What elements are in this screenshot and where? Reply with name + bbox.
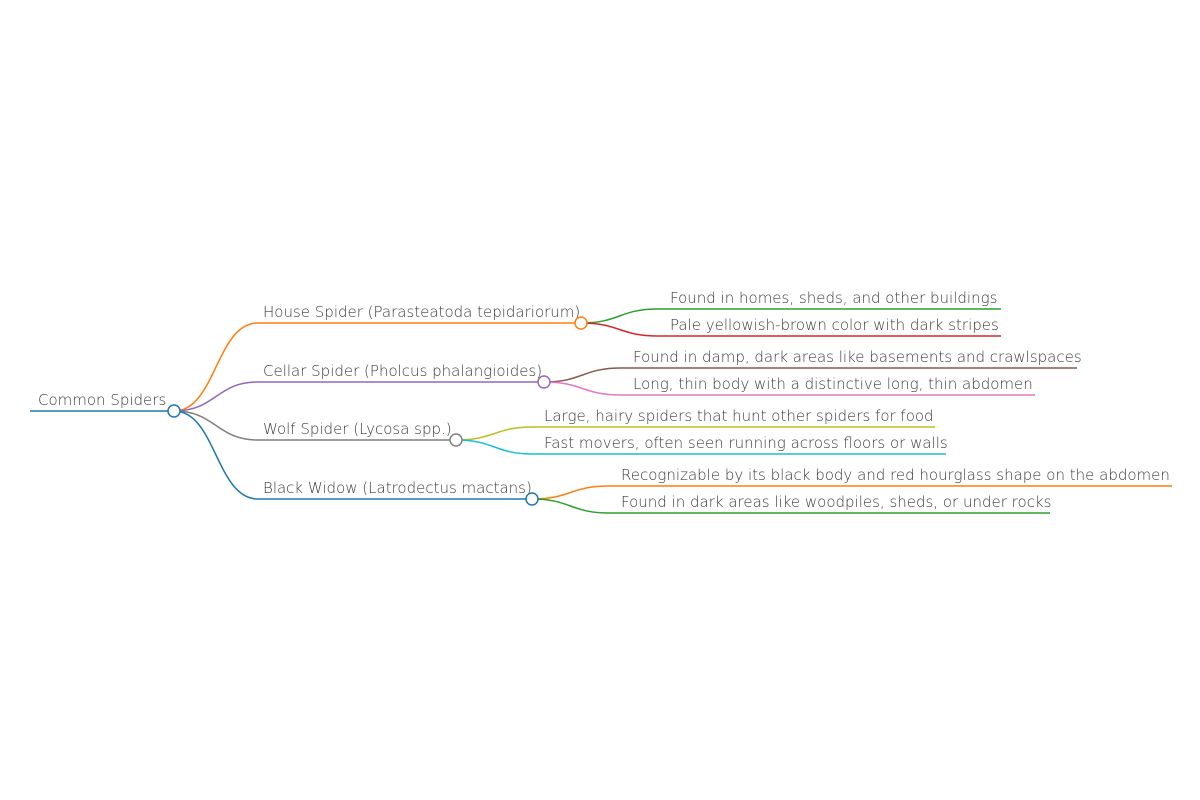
root-collapse-toggle[interactable] (167, 404, 181, 418)
leaf-label[interactable]: Found in dark areas like woodpiles, shed… (621, 493, 1051, 511)
leaf-label[interactable]: Found in homes, sheds, and other buildin… (670, 289, 997, 307)
leaf-connector (543, 381, 622, 396)
root-label[interactable]: Common Spiders (38, 391, 166, 409)
leaf-label[interactable]: Fast movers, often seen running across f… (544, 434, 948, 452)
branch-label[interactable]: House Spider (Parasteatoda tepidariorum) (263, 303, 580, 321)
leaf-connector (580, 322, 659, 337)
branch-connector (173, 410, 259, 500)
leaf-connector (531, 498, 610, 514)
leaf-label[interactable]: Recognizable by its black body and red h… (621, 466, 1170, 484)
mindmap-nodes (167, 316, 588, 506)
branch-connector (173, 322, 259, 412)
leaf-connector (580, 308, 659, 324)
mindmap-edges (30, 308, 1172, 514)
branch-connector (173, 410, 259, 441)
branch-collapse-toggle[interactable] (525, 492, 539, 506)
leaf-label[interactable]: Found in damp, dark areas like basements… (633, 348, 1082, 366)
leaf-connector (531, 485, 610, 500)
leaf-label[interactable]: Large, hairy spiders that hunt other spi… (544, 407, 934, 425)
branch-connector (173, 381, 259, 412)
branch-collapse-toggle[interactable] (574, 316, 588, 330)
branch-collapse-toggle[interactable] (537, 375, 551, 389)
leaf-label[interactable]: Pale yellowish-brown color with dark str… (670, 316, 999, 334)
branch-label[interactable]: Cellar Spider (Pholcus phalangioides) (263, 362, 542, 380)
branch-collapse-toggle[interactable] (449, 433, 463, 447)
leaf-connector (543, 367, 622, 383)
leaf-label[interactable]: Long, thin body with a distinctive long,… (633, 375, 1033, 393)
leaf-connector (455, 439, 534, 455)
branch-label[interactable]: Wolf Spider (Lycosa spp.) (263, 420, 452, 438)
mindmap-labels: Found in homes, sheds, and other buildin… (38, 289, 1170, 511)
leaf-connector (455, 426, 534, 441)
branch-label[interactable]: Black Widow (Latrodectus mactans) (263, 479, 532, 497)
